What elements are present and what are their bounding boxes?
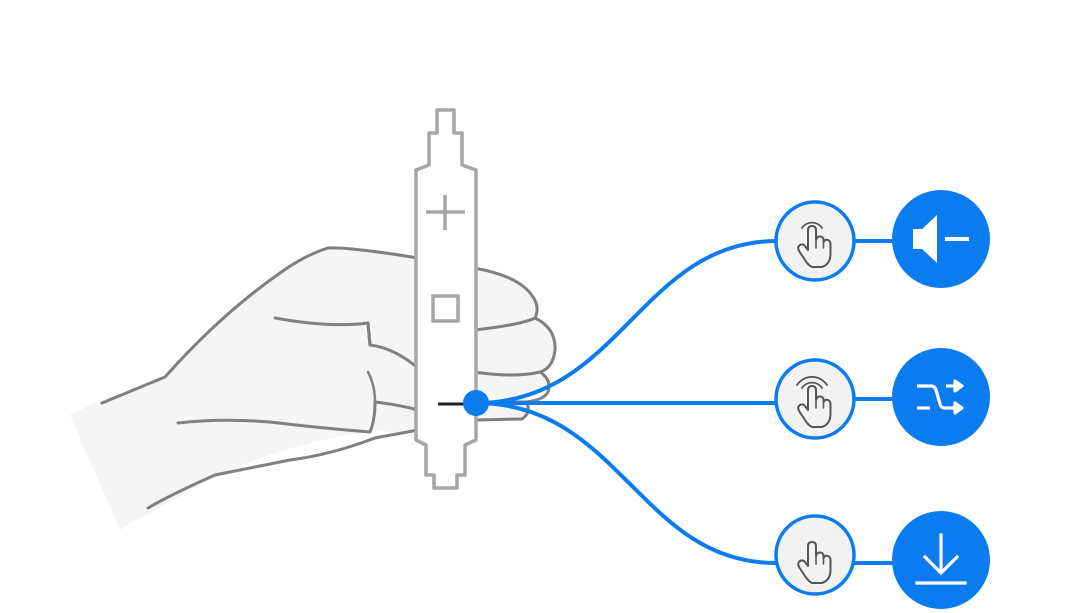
plus-button (426, 195, 465, 230)
gesture-row-double-tap (774, 190, 990, 288)
connectors (474, 239, 896, 565)
gesture-row-single-tap (774, 511, 990, 609)
double-tap-hand-icon (797, 221, 832, 268)
connector-bottom (474, 401, 778, 565)
shuffle-action-circle (892, 348, 990, 446)
double-tap-circle (774, 200, 856, 282)
shuffle-icon (917, 379, 964, 415)
connector-top (474, 239, 778, 405)
hand-back-outline (100, 246, 420, 405)
center-button (431, 294, 460, 323)
volume-action-circle (892, 190, 990, 288)
download-icon (915, 533, 967, 585)
hand-illustration (70, 246, 557, 530)
hand-wrist-outline (146, 428, 420, 510)
gesture-row-triple-tap (774, 348, 990, 446)
remote-body (414, 108, 478, 490)
volume-down-icon (913, 215, 969, 263)
earphone-remote (414, 108, 478, 490)
triple-tap-hand-icon (796, 376, 832, 428)
origin-dot (463, 390, 489, 416)
